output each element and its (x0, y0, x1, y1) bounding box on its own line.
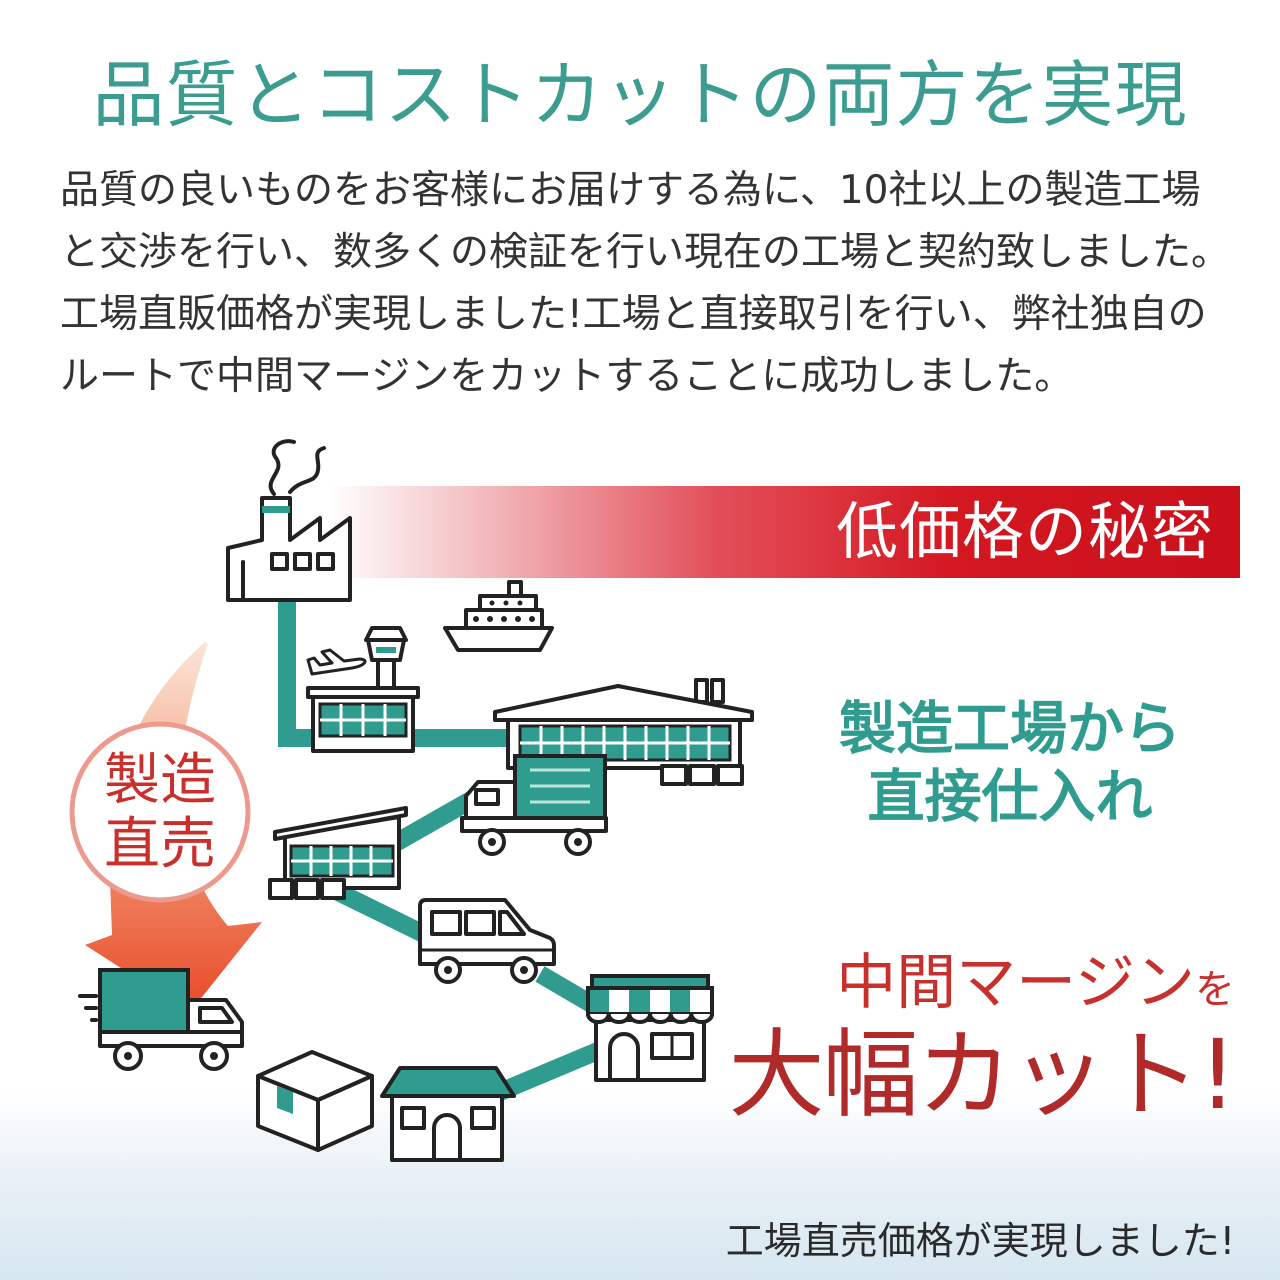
margin-caption: 中間マージンを (836, 950, 1235, 1023)
badge-line: 製造 (104, 748, 216, 813)
delivery-truck-icon (78, 968, 244, 1071)
intro-paragraph: 品質の良いものをお客様にお届けする為に、10社以上の製造工場 と交渉を行い、数多… (60, 160, 1230, 408)
footer-caption: 工場直売価格が実現しました! (725, 1219, 1235, 1263)
package-icon (256, 1050, 374, 1152)
shop-icon (586, 974, 715, 1082)
direct-purchase-caption: 製造工場から 直接仕入れ (820, 695, 1200, 831)
low-price-banner: 低価格の秘密 (330, 486, 1240, 578)
margin-particle: を (1195, 967, 1235, 1013)
banner-label: 低価格の秘密 (835, 495, 1214, 568)
direct-purchase-line: 直接仕入れ (867, 764, 1153, 830)
intro-line: 工場直販価格が実現しました!工場と直接取引を行い、弊社独自の (60, 292, 1207, 337)
intro-line: 品質の良いものをお客様にお届けする為に、10社以上の製造工場 (60, 168, 1201, 213)
direct-sales-badge-circle (69, 721, 251, 903)
big-cut-headline: 大幅カット! (728, 1019, 1237, 1131)
badge-line: 直売 (104, 812, 216, 877)
airport-icon (306, 626, 420, 753)
ship-icon (443, 580, 554, 652)
direct-purchase-line: 製造工場から (839, 696, 1181, 762)
direct-sales-badge: 製造 直売 (72, 749, 248, 877)
warehouse-icon (493, 678, 754, 786)
margin-label: 中間マージン (836, 948, 1195, 1018)
intro-line: と交渉を行い、数多くの検証を行い現在の工場と契約致しました。 (60, 230, 1231, 275)
house-icon (380, 1066, 516, 1162)
factory-icon (226, 439, 352, 602)
bottom-gradient (0, 1090, 1280, 1280)
van-icon (418, 898, 556, 984)
distribution-center-icon (268, 806, 408, 900)
page-title: 品質とコストカットの両方を実現 (92, 53, 1188, 137)
truck-icon (460, 754, 608, 856)
intro-line: ルートで中間マージンをカットすることに成功しました。 (60, 354, 1074, 399)
